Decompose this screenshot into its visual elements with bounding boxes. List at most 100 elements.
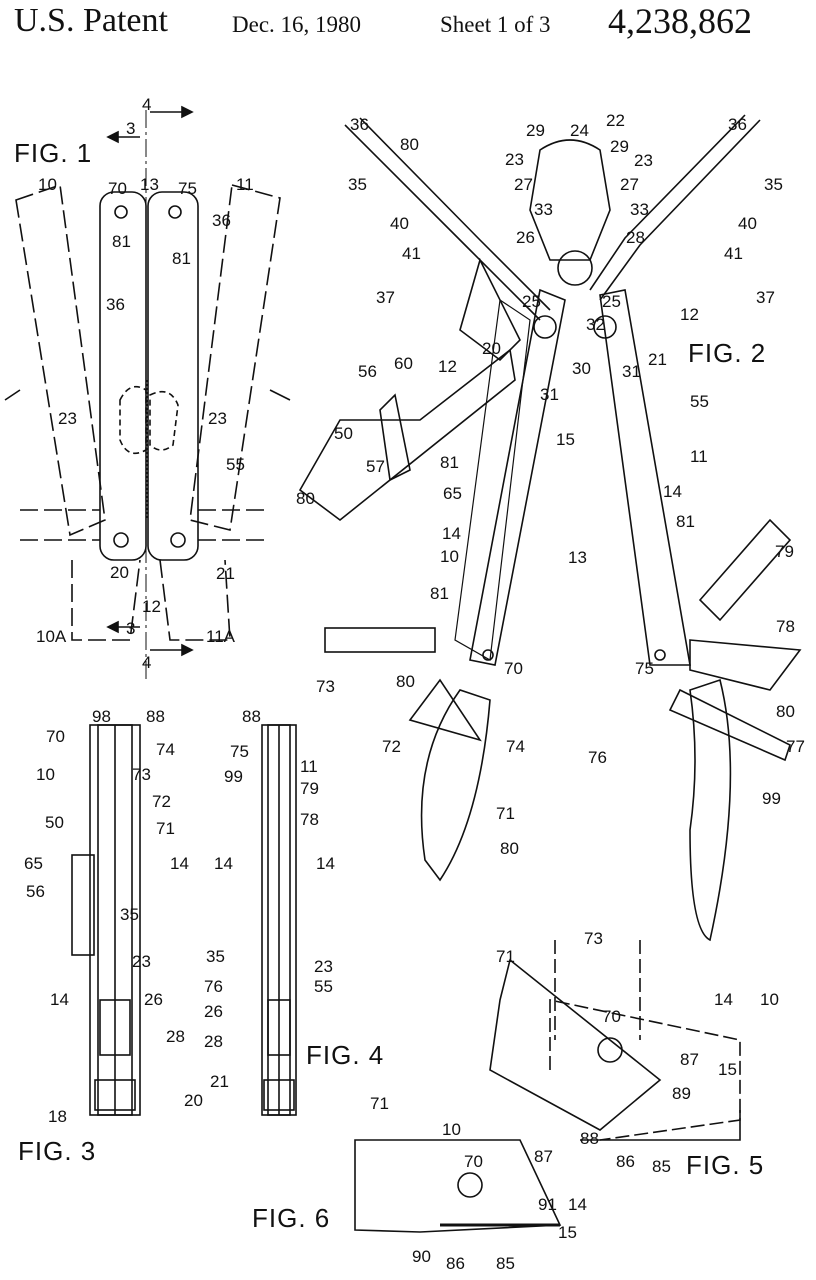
reference-numeral: 65 bbox=[24, 854, 43, 873]
reference-numeral: 23 bbox=[58, 409, 77, 428]
reference-numeral: 33 bbox=[534, 200, 553, 219]
reference-numeral: 70 bbox=[602, 1007, 621, 1026]
reference-numeral: 99 bbox=[762, 789, 781, 808]
reference-numeral: 11 bbox=[690, 447, 708, 466]
fig3-drawing bbox=[71, 724, 141, 1116]
reference-numeral: 10 bbox=[760, 990, 779, 1009]
reference-numeral: 22 bbox=[606, 111, 625, 130]
reference-numeral: 87 bbox=[534, 1147, 553, 1166]
reference-numeral: 98 bbox=[92, 707, 111, 726]
reference-numeral: 36 bbox=[728, 115, 747, 134]
reference-numeral: 81 bbox=[112, 232, 131, 251]
reference-numeral: 11A bbox=[206, 627, 235, 646]
reference-numeral: 89 bbox=[672, 1084, 691, 1103]
reference-numeral: 40 bbox=[390, 214, 409, 233]
figure-label: FIG. 5 bbox=[686, 1150, 765, 1180]
reference-numeral: 56 bbox=[26, 882, 45, 901]
reference-numeral: 88 bbox=[146, 707, 165, 726]
figure-label: FIG. 3 bbox=[18, 1136, 97, 1166]
reference-numeral: 28 bbox=[166, 1027, 185, 1046]
reference-numeral: 29 bbox=[610, 137, 629, 156]
reference-numeral: 28 bbox=[626, 228, 645, 247]
reference-numeral: 21 bbox=[216, 564, 235, 583]
reference-numeral: 14 bbox=[316, 854, 335, 873]
figure-label: FIG. 2 bbox=[688, 338, 767, 368]
reference-numeral: 40 bbox=[738, 214, 757, 233]
reference-numeral: 73 bbox=[132, 765, 151, 784]
reference-numeral: 14 bbox=[714, 990, 733, 1009]
reference-numeral: 30 bbox=[572, 359, 591, 378]
reference-numeral: 36 bbox=[350, 115, 369, 134]
reference-numeral: 23 bbox=[505, 150, 524, 169]
reference-numeral: 10 bbox=[440, 547, 459, 566]
reference-numeral: 81 bbox=[430, 584, 449, 603]
figure-label: FIG. 1 bbox=[14, 138, 93, 168]
reference-numeral: 12 bbox=[438, 357, 457, 376]
reference-numeral: 10A bbox=[36, 627, 67, 646]
reference-numeral: 14 bbox=[442, 524, 461, 543]
reference-numeral: 36 bbox=[212, 211, 231, 230]
reference-numeral: 75 bbox=[178, 179, 197, 198]
reference-numeral: 73 bbox=[584, 929, 603, 948]
reference-numeral: 76 bbox=[588, 748, 607, 767]
reference-numeral: 88 bbox=[242, 707, 261, 726]
reference-numeral: 21 bbox=[210, 1072, 229, 1091]
fig6-drawing bbox=[354, 1139, 562, 1233]
reference-numeral: 10 bbox=[442, 1120, 461, 1139]
reference-numeral: 73 bbox=[316, 677, 335, 696]
reference-numeral: 21 bbox=[648, 350, 667, 369]
reference-numeral: 25 bbox=[602, 292, 621, 311]
reference-numeral: 75 bbox=[230, 742, 249, 761]
reference-numeral: 55 bbox=[314, 977, 333, 996]
reference-numeral: 11 bbox=[300, 757, 318, 776]
reference-numeral: 23 bbox=[132, 952, 151, 971]
fig2-drawing bbox=[298, 114, 802, 942]
reference-numeral: 26 bbox=[204, 1002, 223, 1021]
reference-numeral: 15 bbox=[558, 1223, 577, 1242]
reference-numeral: 70 bbox=[464, 1152, 483, 1171]
reference-numeral: 18 bbox=[48, 1107, 67, 1126]
reference-numeral: 27 bbox=[514, 175, 533, 194]
reference-numeral: 87 bbox=[680, 1050, 699, 1069]
reference-numeral: 80 bbox=[296, 489, 315, 508]
reference-numeral: 33 bbox=[630, 200, 649, 219]
reference-numeral: 57 bbox=[366, 457, 385, 476]
fig5-drawing bbox=[489, 940, 741, 1141]
reference-numeral: 41 bbox=[724, 244, 743, 263]
reference-numeral: 27 bbox=[620, 175, 639, 194]
reference-numeral: 81 bbox=[172, 249, 191, 268]
reference-numeral: 70 bbox=[108, 179, 127, 198]
reference-numeral: 20 bbox=[110, 563, 129, 582]
reference-numeral: 36 bbox=[106, 295, 125, 314]
reference-numeral: 80 bbox=[776, 702, 795, 721]
reference-numeral: 35 bbox=[120, 905, 139, 924]
reference-numeral: 81 bbox=[676, 512, 695, 531]
reference-numeral: 14 bbox=[170, 854, 189, 873]
reference-numeral: 14 bbox=[568, 1195, 587, 1214]
reference-numeral: 23 bbox=[314, 957, 333, 976]
reference-numeral: 11 bbox=[236, 175, 254, 194]
reference-numeral: 78 bbox=[776, 617, 795, 636]
reference-numeral: 24 bbox=[570, 121, 589, 140]
reference-numeral: 78 bbox=[300, 810, 319, 829]
reference-numeral: 10 bbox=[36, 765, 55, 784]
reference-numeral: 55 bbox=[690, 392, 709, 411]
reference-numeral: 41 bbox=[402, 244, 421, 263]
reference-numeral: 60 bbox=[394, 354, 413, 373]
reference-numeral: 70 bbox=[504, 659, 523, 678]
patent-date: Dec. 16, 1980 bbox=[232, 12, 362, 37]
reference-numeral: 3 bbox=[126, 119, 136, 138]
reference-numeral: 80 bbox=[500, 839, 519, 858]
reference-numeral: 32 bbox=[586, 315, 605, 334]
reference-numeral: 71 bbox=[496, 804, 515, 823]
reference-numeral: 71 bbox=[496, 947, 515, 966]
reference-numeral: 85 bbox=[652, 1157, 671, 1176]
patent-header-title: U.S. Patent bbox=[14, 2, 168, 39]
reference-numeral: 79 bbox=[775, 542, 794, 561]
reference-numeral: 71 bbox=[156, 819, 175, 838]
reference-numeral: 80 bbox=[396, 672, 415, 691]
reference-numeral: 86 bbox=[616, 1152, 635, 1171]
reference-numeral: 14 bbox=[214, 854, 233, 873]
reference-numeral: 90 bbox=[412, 1247, 431, 1266]
